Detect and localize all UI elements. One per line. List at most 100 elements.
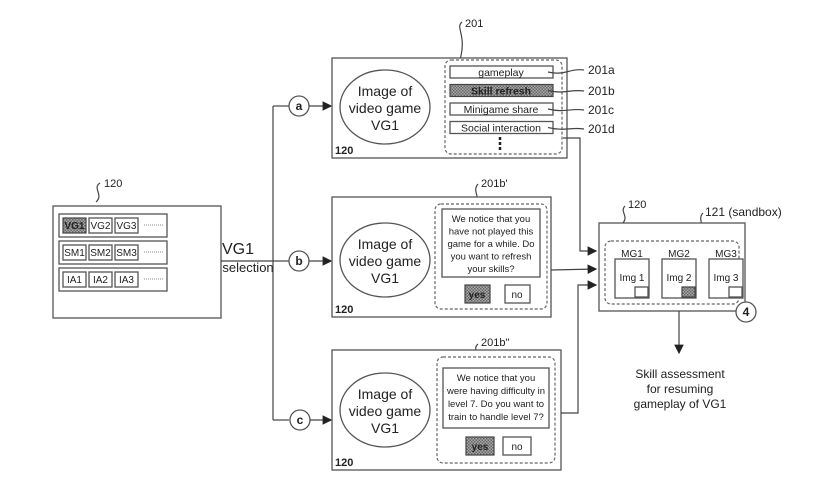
game-tile[interactable] — [62, 271, 87, 288]
screen-ref: 120 — [335, 304, 353, 316]
game-tile[interactable] — [114, 217, 139, 234]
no-button[interactable] — [504, 284, 531, 304]
connector-c — [561, 280, 598, 414]
image-text: Image of — [358, 386, 413, 402]
prompt-message-box — [441, 208, 541, 278]
connector-b — [550, 264, 598, 274]
menu-item[interactable] — [449, 65, 554, 79]
screen-ref: 120 — [335, 457, 353, 469]
game-image — [339, 372, 431, 448]
ref-leader — [459, 21, 463, 61]
game-tile[interactable] — [88, 217, 113, 234]
panel-c: 201b" Image of video game VG1 120 We not… — [331, 280, 598, 471]
menu-item[interactable] — [449, 102, 554, 116]
prompt-container — [434, 203, 548, 310]
game-tile[interactable] — [88, 271, 113, 288]
no-button[interactable] — [502, 436, 532, 456]
game-image — [339, 222, 431, 298]
image-text: VG1 — [371, 270, 399, 286]
screen-ref: 120 — [335, 145, 353, 157]
game-tile[interactable] — [88, 244, 113, 261]
minigame-badge — [634, 286, 649, 298]
prompt-message-box — [442, 367, 550, 429]
menu-item[interactable] — [449, 83, 554, 98]
prompt-message-line: We notice that you — [457, 373, 536, 384]
connector-a — [563, 137, 598, 256]
branch-a-label: a — [296, 99, 303, 113]
menu-item-label: Minigame share — [464, 104, 539, 116]
game-tile[interactable] — [114, 244, 139, 261]
menu-item[interactable] — [449, 120, 554, 135]
menu-item-ref: 201d — [588, 122, 615, 136]
image-text: VG1 — [371, 420, 399, 436]
ref-leader — [547, 89, 585, 93]
menu-item-label: gameplay — [478, 67, 524, 79]
prompt-message-line: have not played this — [449, 227, 534, 238]
menu-item-ref: 201c — [588, 103, 614, 117]
image-text: VG1 — [371, 117, 399, 133]
sandbox-screen-ref: 120 — [628, 199, 646, 211]
game-tile[interactable] — [62, 244, 87, 261]
game-tile-label: VG2 — [90, 221, 110, 232]
panel-a-ref: 201 — [465, 18, 483, 30]
prompt-message-line: We notice that you — [452, 214, 531, 225]
minigame-badge — [728, 286, 743, 298]
selection-label-line1: VG1 — [222, 241, 254, 258]
game-image — [339, 69, 431, 145]
minigame-title: MG2 — [668, 249, 690, 260]
panel-c-ref: 201b" — [481, 337, 509, 349]
no-button-label: no — [511, 442, 523, 453]
selection-label-line2: selection — [222, 260, 273, 275]
outcome-text: Skill assessment — [635, 367, 725, 381]
prompt-message-line: train to handle level 7? — [448, 412, 544, 423]
image-text: Image of — [358, 236, 413, 252]
ref-leader — [547, 126, 585, 130]
image-text: video game — [349, 100, 422, 116]
game-tile[interactable] — [62, 217, 87, 234]
step-label: 4 — [743, 305, 750, 319]
ref-leader — [547, 108, 585, 112]
panel-b: 201b' Image of video game VG1 120 We not… — [331, 178, 598, 318]
no-button-label: no — [511, 290, 523, 301]
minigame-image-label: Img 2 — [666, 273, 691, 284]
game-tile-label: SM2 — [90, 248, 111, 259]
menu-item-ref: 201b — [588, 84, 615, 98]
menu-item-label: Social interaction — [461, 123, 541, 135]
step-circle — [735, 301, 757, 323]
outcome-text: gameplay of VG1 — [634, 397, 727, 411]
panel-b-ref: 201b' — [481, 178, 508, 190]
game-tile[interactable] — [114, 271, 139, 288]
panel-a: 201 Image of video game VG1 120 gameplay… — [331, 18, 615, 256]
prompt-message-line: your skills? — [468, 264, 515, 275]
game-tile-label: SM1 — [64, 248, 85, 259]
game-tile-label: IA1 — [67, 275, 82, 286]
image-text: video game — [349, 253, 422, 269]
game-tile-label: IA3 — [119, 275, 134, 286]
branch-c-label: c — [297, 413, 304, 427]
minigame-title: MG3 — [715, 249, 737, 260]
game-tile-label: IA2 — [93, 275, 108, 286]
game-tile-label: VG1 — [64, 221, 84, 232]
yes-button-label: yes — [469, 290, 486, 301]
minigame-image-label: Img 3 — [713, 273, 738, 284]
outcome-text: for resuming — [647, 382, 714, 396]
prompt-message-line: were having difficulty in — [446, 386, 545, 397]
sandbox-ref: 121 (sandbox) — [705, 205, 782, 219]
yes-button[interactable] — [464, 284, 491, 304]
minigame-title: MG1 — [621, 249, 643, 260]
menu-item-ref: 201a — [588, 63, 615, 77]
minigame-image-label: Img 1 — [619, 273, 644, 284]
image-text: Image of — [358, 83, 413, 99]
prompt-message-line: level 7. Do you want to — [448, 399, 544, 410]
prompt-message-line: you want to refresh — [451, 252, 532, 263]
yes-button[interactable] — [465, 436, 495, 456]
ref-leader — [95, 182, 101, 203]
yes-button-label: yes — [472, 442, 489, 453]
ref-leader — [547, 69, 585, 74]
menu-item-label: Skill refresh — [471, 86, 531, 98]
image-text: video game — [349, 403, 422, 419]
ref-leader — [621, 205, 626, 225]
